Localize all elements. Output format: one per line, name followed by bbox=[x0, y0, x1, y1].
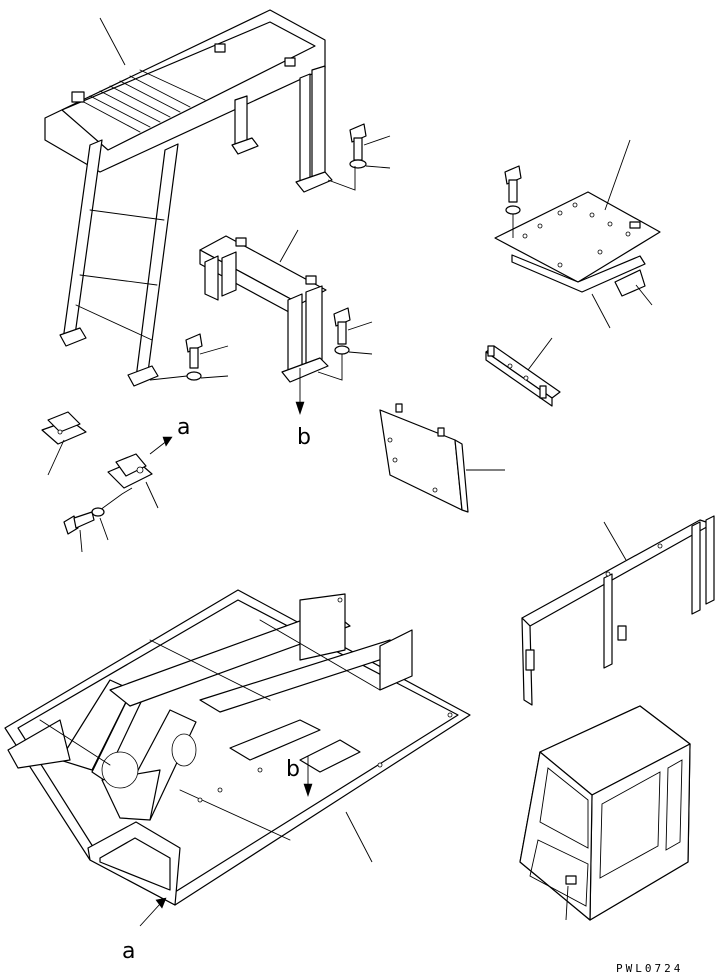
bolt-bracket-left bbox=[149, 333, 229, 381]
hinge-plate-right bbox=[107, 453, 153, 489]
leader-cover-plate-lower bbox=[591, 293, 611, 329]
arrow-a-upper bbox=[149, 436, 173, 455]
arrow-a-lower bbox=[139, 897, 167, 927]
bolt-hinge bbox=[63, 507, 109, 553]
leader-platform bbox=[99, 17, 126, 66]
side-cover-panel bbox=[379, 403, 469, 513]
leader-hinge-right bbox=[145, 481, 159, 509]
leader-label-plate bbox=[635, 284, 653, 306]
callout-a-lower: a bbox=[122, 939, 135, 964]
cover-plate bbox=[494, 191, 661, 297]
rail-bracket bbox=[485, 345, 561, 407]
callout-b-upper: b bbox=[297, 425, 311, 450]
cab-rear-frame bbox=[521, 515, 715, 706]
revolving-frame bbox=[4, 589, 471, 906]
bolt-platform bbox=[349, 123, 391, 161]
operator-cab bbox=[519, 705, 691, 921]
leader-hinge-to-washer bbox=[99, 487, 133, 511]
support-bracket bbox=[199, 235, 329, 383]
leader-hinge-left bbox=[47, 439, 65, 476]
leader-cab bbox=[565, 885, 569, 921]
leader-support-bracket bbox=[279, 229, 299, 263]
arrow-b-upper bbox=[295, 368, 305, 415]
hinge-plate-left bbox=[41, 411, 87, 445]
bolt-bracket-right bbox=[317, 307, 373, 381]
leader-revolving-frame bbox=[345, 811, 373, 863]
washer-platform bbox=[327, 159, 391, 191]
callout-a-upper: a bbox=[177, 415, 190, 440]
leader-cab-rear-frame bbox=[603, 521, 627, 561]
leader-cover-plate bbox=[604, 139, 631, 211]
bolt-cover-plate bbox=[504, 165, 522, 238]
step-platform bbox=[44, 9, 333, 387]
arrow-b-lower bbox=[303, 756, 313, 797]
callout-b-lower: b bbox=[286, 757, 300, 782]
leader-rail-bracket bbox=[527, 337, 553, 371]
drawing-code: PWL0724 bbox=[616, 962, 683, 975]
